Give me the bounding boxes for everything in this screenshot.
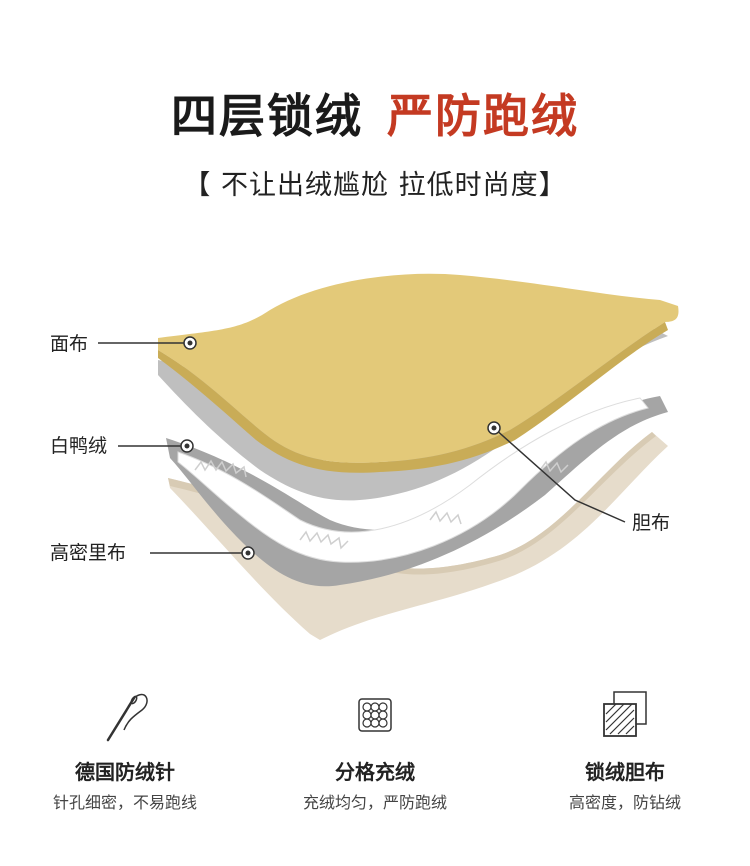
- feature-lock-fabric: 锁绒胆布 高密度，防钻绒: [500, 680, 750, 814]
- down-layer: [177, 397, 649, 563]
- label-lining: 高密里布: [50, 542, 127, 564]
- label-face-fabric: 面布: [50, 333, 89, 355]
- feature-desc: 针孔细密，不易跑线: [52, 793, 197, 812]
- face-layer: [158, 273, 679, 463]
- feature-desc: 高密度，防钻绒: [568, 793, 681, 812]
- feature-title: 德国防绒针: [75, 760, 175, 784]
- subtitle: 【 不让出绒尴尬 拉低时尚度】: [183, 170, 567, 201]
- lining-layer: [168, 432, 668, 640]
- feature-title: 分格充绒: [335, 760, 415, 784]
- title-primary: 四层锁绒: [171, 89, 363, 143]
- feature-title: 锁绒胆布: [585, 760, 665, 784]
- feature-desc: 充绒均匀，严防跑绒: [302, 793, 447, 812]
- needle-thread-icon: [106, 693, 148, 742]
- layer-diagram: [98, 273, 679, 640]
- label-inner-fabric: 胆布: [632, 512, 671, 534]
- feature-needle: 德国防绒针 针孔细密，不易跑线: [0, 680, 250, 814]
- title-accent: 严防跑绒: [387, 89, 579, 143]
- layered-fabric-icon: [603, 691, 647, 737]
- feature-row: 德国防绒针 针孔细密，不易跑线 分格充绒 充绒均匀，严防跑绒 锁绒胆布 高密度，…: [0, 680, 750, 850]
- feature-quilting: 分格充绒 充绒均匀，严防跑绒: [250, 680, 500, 814]
- label-white-duck-down: 白鸭绒: [50, 435, 108, 457]
- quilted-grid-icon: [358, 698, 392, 732]
- page-title: 四层锁绒严防跑绒: [0, 86, 750, 146]
